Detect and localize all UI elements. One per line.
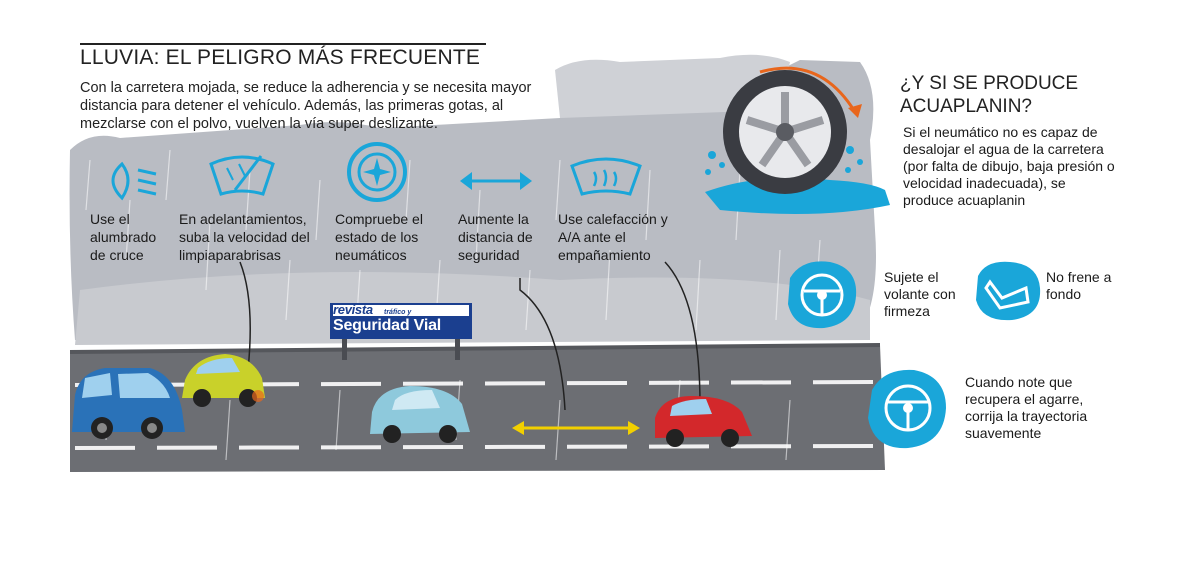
aquaplaning-title: ¿Y SI SE PRODUCE ACUAPLANIN?	[900, 73, 1079, 117]
red-car	[655, 396, 752, 447]
advice-correct-trajectory: Cuando note que recupera el agarre, corr…	[965, 374, 1088, 441]
advice-no-hard-brake: No frene a fondo	[1046, 269, 1112, 302]
distance-arrows-icon	[460, 172, 532, 190]
advice-hold-wheel: Sujete el volante con firmeza	[884, 269, 956, 319]
road-edge-top	[69, 343, 881, 354]
lane-line	[74, 444, 881, 450]
tip-defrost: Use calefacción y A/A ante el empañamien…	[558, 211, 668, 263]
pointer-line	[664, 261, 701, 406]
tip-tires: Compruebe el estado de los neumáticos	[335, 211, 423, 263]
intro-paragraph: Con la carretera mojada, se reduce la ad…	[80, 80, 532, 132]
sky-cloud-light	[75, 272, 870, 345]
sign-post	[342, 338, 347, 360]
sign-line-revista: revista	[333, 302, 373, 317]
light-blue-car	[370, 386, 470, 443]
pointer-line	[239, 261, 251, 371]
sign-line-seguridad-vial: Seguridad Vial	[333, 317, 442, 334]
sign-post	[455, 338, 460, 360]
tire-icon	[347, 142, 407, 202]
defrost-icon	[570, 157, 642, 196]
title-rule	[80, 43, 486, 45]
page-title: LLUVIA: EL PELIGRO MÁS FRECUENTE	[80, 46, 481, 69]
steering-correction-icon	[868, 369, 946, 449]
aquaplaning-description: Si el neumático no es capaz de desalojar…	[903, 124, 1115, 208]
brake-pedal-icon	[976, 261, 1041, 321]
tip-distance: Aumente la distancia de seguridad	[458, 211, 533, 263]
yellow-car	[182, 354, 265, 407]
sign-line-trafico: tráfico y	[384, 309, 412, 316]
distance-arrow	[512, 421, 640, 435]
pointer-line	[519, 278, 566, 411]
headlight-icon	[111, 161, 157, 201]
tip-headlights: Use el alumbrado de cruce	[90, 211, 157, 263]
road	[70, 345, 885, 472]
sky-cloud	[69, 60, 877, 340]
aquaplaning-tire	[705, 66, 890, 214]
sign-board-inner	[333, 305, 469, 316]
steering-wheel-hands-icon	[788, 261, 857, 329]
wiper-icon	[209, 155, 275, 196]
blue-van	[72, 368, 185, 439]
tip-wipers: En adelantamientos, suba la velocidad de…	[179, 211, 310, 263]
